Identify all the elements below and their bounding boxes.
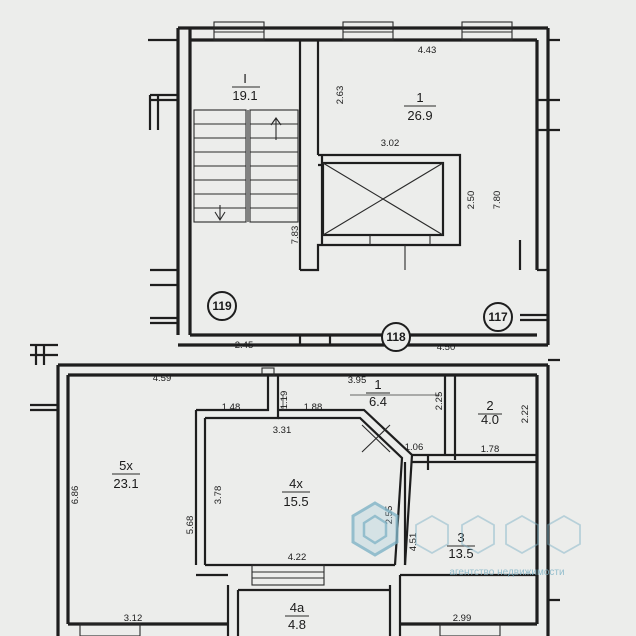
agency-watermark: агентство недвижимости	[351, 501, 581, 578]
svg-text:4.0: 4.0	[481, 412, 499, 427]
svg-text:2: 2	[486, 398, 493, 413]
dim-6-86: 6.86	[70, 486, 81, 505]
room-label-I: I 19.1	[232, 71, 260, 103]
entrance-marker-117: 117	[483, 302, 513, 332]
dim-2-50: 2.50	[466, 191, 477, 210]
svg-text:15.5: 15.5	[283, 494, 308, 509]
svg-text:5х: 5х	[119, 458, 133, 473]
svg-text:23.1: 23.1	[113, 476, 138, 491]
dim-2-55: 2.55	[384, 506, 395, 525]
marker-117-label: 117	[488, 310, 508, 324]
dim-3-12: 3.12	[124, 613, 143, 624]
room-label-1-hall: 1 6.4	[366, 377, 390, 409]
svg-text:3: 3	[457, 530, 464, 545]
dim-3-95: 3.95	[348, 375, 367, 386]
dim-4-22: 4.22	[288, 552, 307, 563]
room-label-4x: 4х 15.5	[282, 476, 310, 509]
room-label-5x: 5х 23.1	[112, 458, 140, 491]
svg-text:I: I	[243, 71, 247, 86]
upper-block	[148, 21, 560, 347]
dim-1-48: 1.48	[222, 402, 241, 413]
marker-119-label: 119	[212, 299, 232, 313]
svg-text:1: 1	[374, 377, 381, 392]
dim-2-63: 2.63	[335, 86, 346, 105]
dim-3-78: 3.78	[213, 486, 224, 505]
dim-1-19: 1.19	[279, 391, 290, 410]
dim-4-59: 4.59	[153, 373, 172, 384]
room-label-4a: 4а 4.8	[285, 600, 309, 632]
svg-text:4а: 4а	[290, 600, 305, 615]
svg-text:19.1: 19.1	[232, 88, 257, 103]
room-label-1-top: 1 26.9	[404, 90, 436, 123]
hexagon-logo-icon	[351, 501, 581, 557]
dim-1-78: 1.78	[481, 444, 500, 455]
dim-5-68: 5.68	[185, 516, 196, 535]
dim-3-31: 3.31	[273, 425, 292, 436]
svg-text:4х: 4х	[289, 476, 303, 491]
svg-text:4.8: 4.8	[288, 617, 306, 632]
room-label-2: 2 4.0	[478, 398, 502, 427]
dim-4-50: 4.50	[437, 342, 456, 353]
marker-118-label: 118	[386, 330, 406, 344]
svg-text:13.5: 13.5	[448, 546, 473, 561]
lower-block	[30, 343, 560, 636]
dim-2-45: 2.45	[235, 340, 254, 351]
dim-3-02: 3.02	[381, 138, 400, 149]
dim-4-43: 4.43	[418, 45, 437, 56]
dim-1-06: 1.06	[405, 442, 424, 453]
dim-1-88: 1.88	[304, 402, 323, 413]
watermark-text: агентство недвижимости	[449, 567, 564, 578]
staircase	[193, 109, 299, 223]
entrance-marker-119: 119	[207, 291, 237, 321]
svg-text:26.9: 26.9	[407, 108, 432, 123]
dim-7-83: 7.83	[290, 226, 301, 245]
svg-text:1: 1	[416, 90, 423, 105]
dim-2-22: 2.22	[520, 405, 531, 424]
dim-7-80: 7.80	[492, 191, 503, 210]
svg-text:6.4: 6.4	[369, 394, 387, 409]
dim-4-51: 4.51	[408, 533, 419, 552]
entrance-marker-118: 118	[381, 322, 411, 352]
dim-2-25: 2.25	[434, 392, 445, 411]
dim-2-99: 2.99	[453, 613, 472, 624]
dimension-labels: 4.43 2.63 3.02 2.50 7.80 7.83 2.45 4.50 …	[70, 45, 531, 624]
room-label-3: 3 13.5	[447, 530, 475, 561]
